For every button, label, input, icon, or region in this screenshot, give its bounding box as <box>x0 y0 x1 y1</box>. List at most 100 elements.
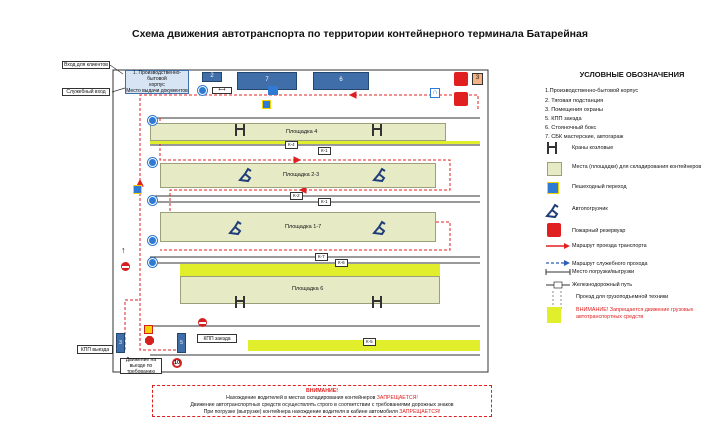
warning-line-1-emph: ЗАПРЕЩАЕТСЯ! <box>376 395 418 402</box>
stop-sign-icon <box>145 336 154 345</box>
direction-sign-icon <box>198 86 207 95</box>
legend-lift-passage: Проезд для грузоподъемной техники <box>576 294 669 300</box>
legend-crossing-icon <box>547 182 559 194</box>
warning-line-2: Движение автотранспортных средств осущес… <box>190 402 454 409</box>
building-3: 3 <box>472 73 483 85</box>
crane-icon <box>372 124 382 136</box>
direction-sign-icon <box>148 258 157 267</box>
loading-strip-6 <box>180 264 440 276</box>
legend-railway: Железнодорожный путь <box>572 282 633 288</box>
platform-2-3-label: Площадка 2-3 <box>283 172 320 178</box>
platform-1-7 <box>160 212 436 242</box>
platform-2-3 <box>160 163 436 188</box>
vehicle-route <box>124 91 479 351</box>
platform-6 <box>180 276 440 304</box>
crane-icon <box>235 296 245 308</box>
loader-icon <box>238 167 252 183</box>
diagram-title: Схема движения автотранспорта по террито… <box>132 28 588 40</box>
legend-title: УСЛОВНЫЕ ОБОЗНАЧЕНИЯ <box>579 70 685 79</box>
legend-item-2: 2. Тяговая подстанция <box>545 98 604 104</box>
warning-box: ВНИМАНИЕ! Нахождение водителей в местах … <box>152 385 492 417</box>
warning-line-1: Нахождение водителей в местах складирова… <box>153 395 491 402</box>
legend-service-route: Маршрут служебного прохода <box>572 261 648 267</box>
rail-mark-k2: К-2 <box>290 192 303 200</box>
building-1-docs-label: Место выдачи документов <box>126 88 188 94</box>
building-1: 1. Производственно-бытовой корпус Место … <box>125 70 189 94</box>
no-entry-icon <box>198 318 207 327</box>
kpp-entry-label: КПП заезда <box>197 334 237 343</box>
warning-head: ВНИМАНИЕ! <box>306 388 338 394</box>
legend-fire-icon <box>547 223 561 237</box>
loader-icon <box>372 167 386 183</box>
loader-icon <box>228 220 242 236</box>
legend-loader-icon <box>545 203 559 219</box>
platform-6-label: Площадка 6 <box>292 286 324 292</box>
legend-area-swatch <box>547 162 562 176</box>
speed-limit-icon: 10 <box>172 358 182 368</box>
legend-service-route-icon <box>546 260 570 266</box>
legend-loader: Автопогрузчик <box>572 206 608 212</box>
u-turn-icon: ∩ <box>430 88 440 98</box>
building-6: 6 <box>313 72 369 90</box>
legend-crossing: Пешеходный переход <box>572 184 627 190</box>
rail-mark-k1a: К-1 <box>318 147 331 155</box>
rail-mark-k4: К-4 <box>285 141 298 149</box>
rail-mark-k6: К-6 <box>335 259 348 267</box>
arrow-up-icon: ↑ <box>121 245 126 255</box>
platform-1-7-label: Площадка 1-7 <box>285 224 322 230</box>
legend-item-1: 1.Производственно-бытовой корпус <box>545 88 639 94</box>
service-entry-label: Служебный вход <box>62 88 110 96</box>
direction-sign-icon <box>148 158 157 167</box>
railway-tracks <box>150 117 480 356</box>
direction-sign-icon <box>148 196 157 205</box>
client-entry-label: Вход для клиентов <box>62 61 110 69</box>
legend-route: Маршрут проезда транспорта <box>572 243 647 249</box>
kpp-exit-label: КПП выезда <box>77 345 113 354</box>
stop-note: Движение на вьезде по требованию <box>120 357 162 375</box>
two-way-arrow-icon: ⟷ <box>212 87 232 94</box>
loader-icon <box>372 220 386 236</box>
legend-railway-icon <box>546 281 570 289</box>
legend-item-4: 5. КПП заезда <box>545 116 582 122</box>
warning-line-1-text: Нахождение водителей в местах складирова… <box>226 395 377 402</box>
legend-item-5: 6. Стояночный бокс <box>545 125 597 131</box>
loading-strip-4 <box>150 141 480 144</box>
crane-icon <box>235 124 245 136</box>
building-2: 2 <box>202 72 222 82</box>
legend-loading-icon <box>545 269 571 275</box>
legend-item-3: 3. Помещения охраны <box>545 107 603 113</box>
building-1-label: 1. Производственно-бытовой <box>132 70 182 82</box>
no-entry-icon <box>121 262 130 271</box>
legend-item-6: 7. СБК мастерские, автогараж <box>545 134 624 140</box>
warning-line-3-emph: ЗАПРЕЩАЕТСЯ! <box>399 409 441 416</box>
direction-sign-icon <box>148 236 157 245</box>
rail-mark-k1b: К-1 <box>318 198 331 206</box>
building-3-exit: 3 <box>116 333 125 353</box>
building-7: 7 <box>237 72 297 90</box>
crossing-icon <box>133 185 142 194</box>
building-1-label-2: корпус <box>149 82 165 88</box>
rail-mark-k7: К-7 <box>315 253 328 261</box>
crane-icon <box>372 296 382 308</box>
crossing-icon <box>262 100 271 109</box>
legend-crane-icon <box>547 142 557 154</box>
direction-sign-icon <box>148 116 157 125</box>
warning-sign-icon <box>144 325 153 334</box>
terminal-fence <box>112 69 489 373</box>
warning-line-3: При погрузке (выгрузке) контейнера нахож… <box>153 409 491 416</box>
legend-loading: Место погрузки/выгрузки <box>572 269 635 275</box>
warning-line-3-text: При погрузке (выгрузке) контейнера нахож… <box>203 409 400 416</box>
legend-areas: Места (площадки) для складирования конте… <box>572 164 702 170</box>
legend-cranes: Краны козловые <box>572 145 614 151</box>
fire-reservoir-icon <box>454 72 468 86</box>
platform-4-label: Площадка 4 <box>286 129 318 135</box>
legend-ban: ВНИМАНИЕ! Запрещается движение грузовых … <box>576 307 694 320</box>
building-5-entry: 5 <box>177 333 186 353</box>
legend-fire: Пожарный резервуар <box>572 228 626 234</box>
rail-mark-k5: К-5 <box>363 338 376 346</box>
fire-reservoir-icon <box>454 92 468 106</box>
legend-ban-swatch <box>547 307 561 323</box>
legend-route-icon <box>546 243 570 249</box>
legend-lift-passage-icon <box>552 291 562 309</box>
